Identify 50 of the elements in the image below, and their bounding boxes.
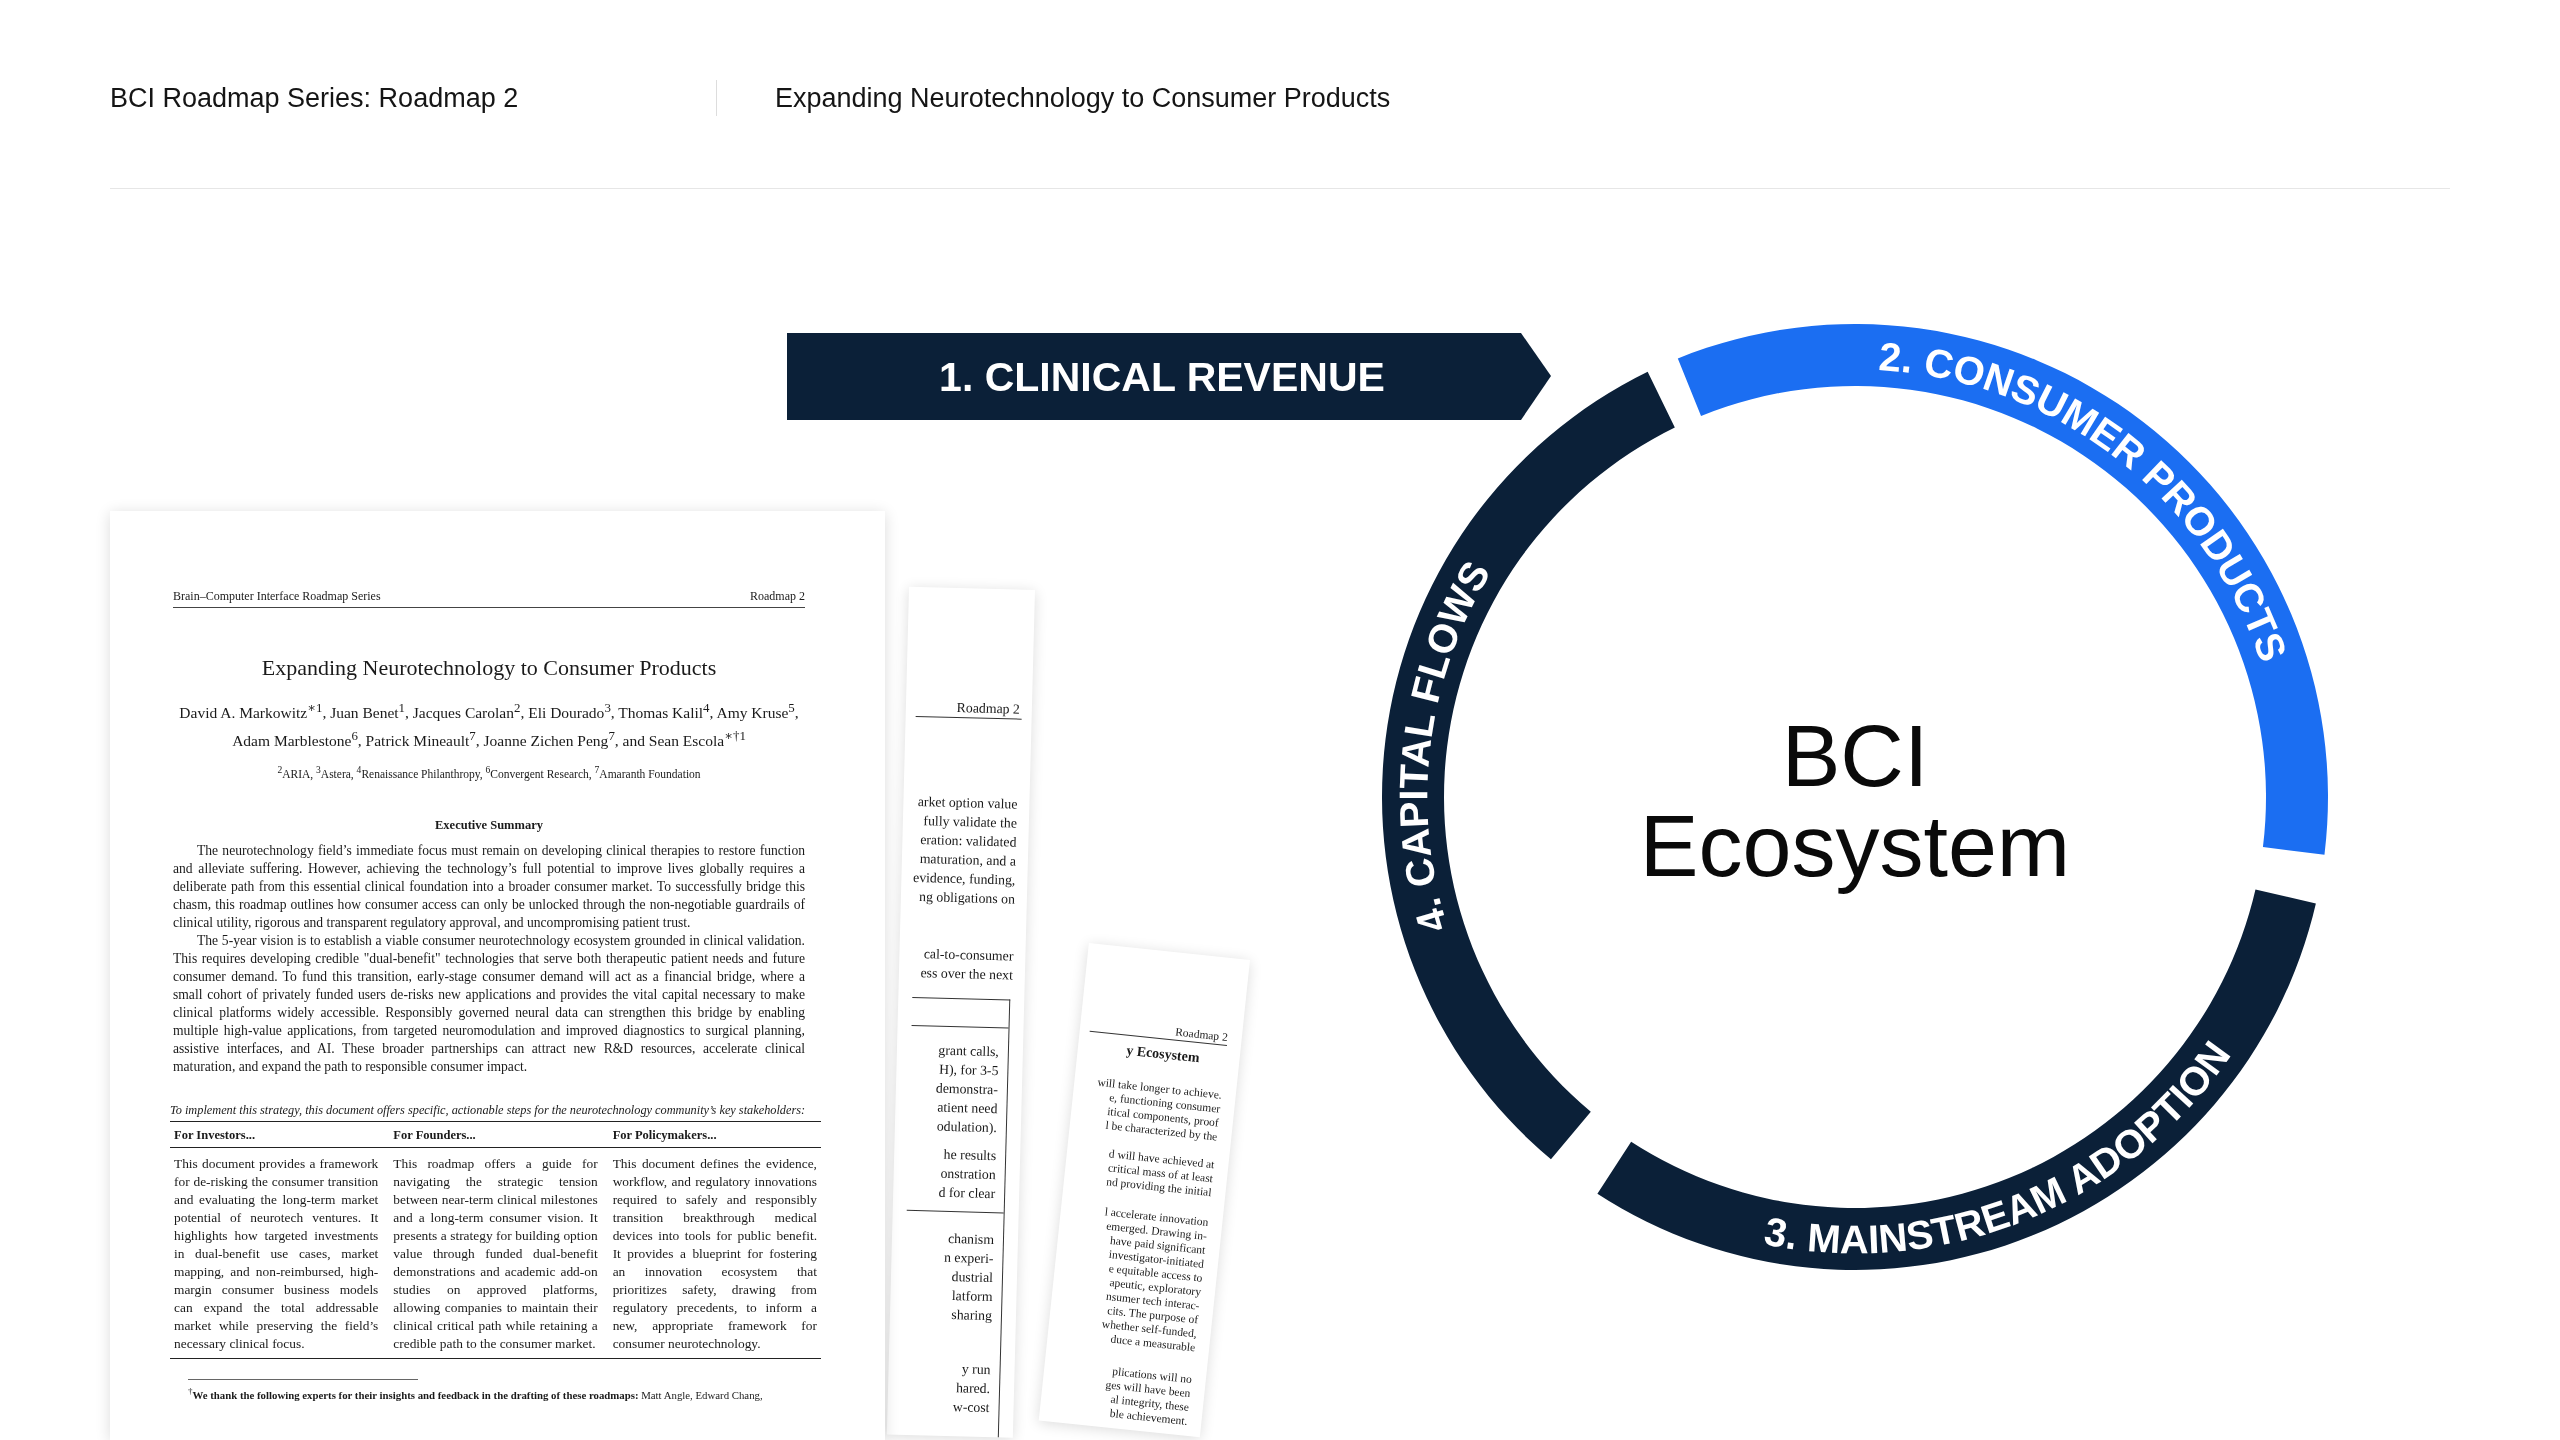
text-line: onstration bbox=[940, 1164, 996, 1185]
text-line: fully validate the bbox=[923, 812, 1018, 833]
text-line: y Ecosystem bbox=[1125, 1042, 1201, 1068]
text-line: dustrial bbox=[951, 1268, 994, 1288]
text-line: maturation, and a bbox=[919, 850, 1017, 871]
text-line: ng obligations on bbox=[918, 888, 1016, 909]
text-line: grant calls, bbox=[938, 1041, 1000, 1062]
text-line: he results bbox=[943, 1145, 997, 1166]
text-line: evidence, funding, bbox=[912, 868, 1016, 890]
column-heading: For Founders... bbox=[393, 1127, 476, 1144]
text-line: chanism bbox=[947, 1229, 995, 1250]
header-title: BCI Roadmap Series: Roadmap 2 bbox=[110, 82, 519, 114]
arrow-banner bbox=[787, 333, 1551, 420]
intro-text: To implement this strategy, this document offers specific, actionable steps for the neurotechnology community’s key stakeholders: bbox=[170, 1102, 807, 1119]
text-line: H), for 3-5 bbox=[938, 1060, 999, 1081]
text-line: d for clear bbox=[938, 1183, 996, 1204]
text-line: eration: validated bbox=[920, 831, 1017, 852]
text-line: ess over the next bbox=[920, 964, 1014, 985]
section-heading: Executive Summary bbox=[435, 817, 543, 834]
text-line: sharing bbox=[951, 1306, 993, 1326]
column-heading: For Investors... bbox=[174, 1127, 255, 1144]
footnote: $^{†}$We thank the following experts for their insights and feedback in the drafting of these roadmaps: Matt Angle, Edward Chang, bbox=[188, 1385, 763, 1402]
text-line: latform bbox=[951, 1287, 993, 1307]
text-line: atient need bbox=[937, 1098, 998, 1119]
paragraph: The neurotechnology field’s immediate focus must remain on developing clinical therapies to restore function and alleviate suffering. However, achieving the technology’s full potential to improve lives globally requires a deliberate path from this essential clinical foundation into a broader consumer market. To successfully bridge this chasm, this roadmap outlines how consumer access can only be unlocked through the non-negotiable guardrails of clinical utility, rigorous and transparent regulatory approval, and uncompromising patient trust. bbox=[173, 842, 805, 933]
affiliation-list: $^{2}$ARIA, $^{3}$Astera, $^{4}$Renaissance Philanthropy, $^{6}$Convergent Research, $^{7}$Amaranth Foundation bbox=[277, 761, 701, 784]
text-line: Roadmap 2 bbox=[956, 699, 1021, 719]
banner-label: 1. CLINICAL REVENUE bbox=[939, 354, 1385, 400]
text-line: odulation). bbox=[936, 1117, 998, 1138]
running-header: Brain–Computer Interface Roadmap Series bbox=[173, 589, 381, 604]
column-text: This document provides a framework for de-risking the consumer transition and evaluating the long-term market potential of neurotech ventures. It highlights how targeted investments in dual-benefit use cases, market mapping, and non-reimbursed, high-margin consumer business models can expand the total addressable market while preserving the field’s necessary clinical focus. bbox=[174, 1155, 379, 1354]
text-line: cal-to-consumer bbox=[923, 945, 1014, 966]
author-list: David A. Markowitz$^{∗1}$, Juan Benet$^{1}$, Jacques Carolan$^{2}$, Eli Dourado$^{3}$, Thomas Kalil$^{4}$, Amy Kruse$^{5}$, Adam Marblestone$^{6}$, Patrick Mineault$^{7}$, Joanne Zichen Peng$^{7}$, and Sean Escola$^{∗†1}$ bbox=[173, 696, 805, 753]
text-line: hared. bbox=[955, 1379, 991, 1399]
paragraph: The 5-year vision is to establish a viable consumer neurotechnology ecosystem grounded in clinical validation. This requires developing credible "dual-benefit" technologies that serve both therapeutic patient needs and future consumer demand. To fund this transition, early-stage consumer demand will act as a financial bridge, where a small cohort of privately funded users de-risks new applications and provides the vital capital necessary to make clinical platforms widely accessible. Responsibly governed neural data can strengthen this bridge by enabling multiple high-value applications, from targeted neuromodulation and improved diagnostics to surgical planning, assistive interfaces, and AI. These broader partnerships can attract new R&D resources, accelerate clinical maturation, and expand the path to responsible consumer impact. bbox=[173, 932, 805, 1077]
running-header: Roadmap 2 bbox=[750, 589, 805, 604]
text-line: demonstra- bbox=[935, 1079, 999, 1100]
text-line: Roadmap 2 bbox=[1174, 1024, 1229, 1045]
document-title: Expanding Neurotechnology to Consumer Products bbox=[261, 654, 717, 682]
text-line: w-cost bbox=[952, 1398, 990, 1418]
document-page bbox=[110, 511, 885, 1440]
column-text: This roadmap offers a guide for navigating the strategic tension between near-term clinical milestones and a long-term consumer vision. It presents a strategy for building option value through funded dual-benefit demonstrations and academic add-on studies on approved platforms, allowing companies to maintain their clinical critical path while retaining a credible path to the consumer market. bbox=[393, 1155, 598, 1354]
text-line: y run bbox=[961, 1360, 991, 1380]
column-text: This document defines the evidence, workflow, and regulatory innovations required to safely and responsibly transition breakthrough medical devices into tools for public benefit. It provides a blueprint for fostering an innovation ecosystem that prioritizes safety, drawing from regulatory precedents, to inform a new, appropriate framework for consumer neurotechnology. bbox=[612, 1155, 817, 1354]
text-line: arket option value bbox=[917, 793, 1018, 814]
header-subtitle: Expanding Neurotechnology to Consumer Products bbox=[775, 82, 1391, 114]
center-title: BCI Ecosystem bbox=[1638, 711, 2072, 897]
document-page bbox=[886, 586, 1035, 1438]
column-heading: For Policymakers... bbox=[612, 1127, 717, 1144]
text-line: n experi- bbox=[943, 1248, 994, 1269]
